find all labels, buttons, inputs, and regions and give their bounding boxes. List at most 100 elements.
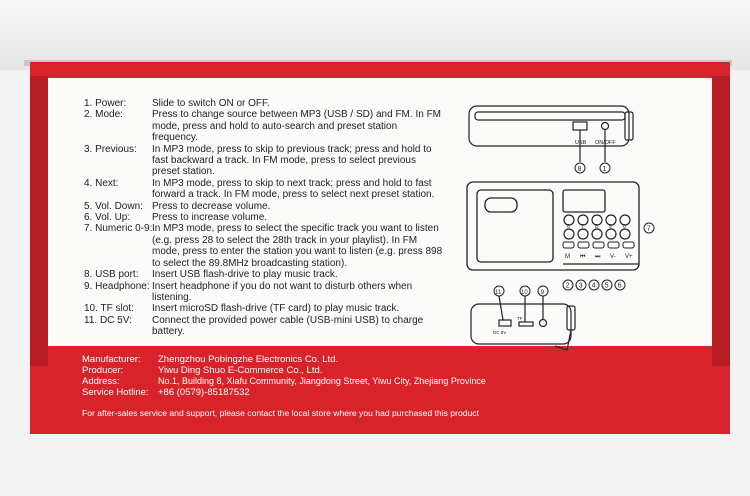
function-key-label: V- [610, 254, 616, 260]
box-lid [0, 0, 750, 70]
feature-item: 10. TF slot: Insert microSD flash-drive (… [84, 303, 444, 314]
callout-front-text: 6 [618, 283, 622, 290]
hotline-label: Service Hotline: [82, 387, 149, 398]
callout-front [562, 279, 574, 291]
feature-item: 9. Headphone:Insert headphone if you do … [84, 281, 444, 304]
box-flap-right [712, 76, 730, 366]
callout-front [614, 279, 626, 291]
keypad-key[interactable] [605, 214, 617, 226]
device-side-view [470, 295, 576, 351]
callout-front [588, 279, 600, 291]
keypad-key[interactable] [591, 214, 603, 226]
callout-front [601, 279, 613, 291]
headphone-jack-icon [538, 318, 548, 328]
dc-label: DC 5V [493, 330, 506, 335]
keypad-key[interactable] [563, 214, 575, 226]
manufacturer-row: Manufacturer:Zhengzhou Pobingzhe Electro… [82, 354, 338, 365]
feature-label: 11. DC 5V: [84, 314, 132, 326]
address-row: Address: No.1, Building 8, Xiafu Communit… [82, 376, 486, 387]
keypad-key[interactable] [591, 228, 603, 240]
keypad-key[interactable] [605, 228, 617, 240]
front-callouts: 2 3 4 5 6 7 [562, 222, 655, 291]
feature-label: 4. Next: [84, 177, 119, 189]
dc-port-icon [498, 319, 512, 327]
callout-front-text: 2 [566, 283, 570, 290]
feature-text: Insert USB flash-drive to play music tra… [152, 269, 338, 281]
hotline-value: +86 (0579)-85187532 [158, 387, 250, 398]
keypad-key[interactable] [619, 228, 631, 240]
feature-text: Press to change source between MP3 (USB … [152, 109, 442, 144]
callout-front-text: 4 [592, 283, 596, 290]
tf-label: TF [517, 316, 523, 321]
keypad-key-label: 6 [567, 224, 570, 230]
function-key[interactable] [577, 241, 590, 249]
company-info: Manufacturer:Zhengzhou Pobingzhe Electro… [48, 346, 712, 430]
feature-text: Connect the provided power cable (USB-mi… [152, 314, 424, 338]
keypad-key-label: 7 [581, 224, 584, 230]
feature-text: Slide to switch ON or OFF. [152, 98, 270, 109]
feature-item: 11. DC 5V: Connect the provided power cab… [84, 315, 444, 338]
callout-8-text: 8 [578, 166, 582, 173]
power-switch-icon [600, 121, 610, 131]
service-note: For after-sales service and support, ple… [82, 408, 479, 418]
feature-label: 1. Power: [84, 98, 127, 109]
function-key[interactable] [607, 241, 620, 249]
feature-text: Insert microSD flash-drive (TF card) to … [152, 303, 400, 315]
callout-9-text: 9 [541, 289, 545, 296]
callout-front-text: 5 [605, 283, 609, 290]
address-label: Address: [82, 376, 120, 387]
feature-list: 1. Power: Slide to switch ON or OFF. 2. M… [84, 98, 444, 338]
feature-label: 6. Vol. Up: [84, 212, 131, 224]
feature-label: 8. USB port: [84, 269, 139, 281]
feature-label: 7. Numeric 0-9: [84, 223, 153, 235]
feature-label: 2. Mode: [84, 109, 123, 121]
feature-item: 1. Power: Slide to switch ON or OFF. [84, 98, 444, 109]
callout-front [643, 222, 655, 234]
keypad-key[interactable] [577, 214, 589, 226]
function-key-label: M [565, 254, 570, 260]
keypad-key[interactable] [563, 228, 575, 240]
callout-11 [493, 285, 505, 297]
callout-1-text: 1 [603, 166, 607, 173]
feature-label: 5. Vol. Down: [84, 200, 143, 212]
tf-slot-icon [518, 321, 534, 327]
function-key[interactable] [622, 241, 635, 249]
hotline-row: Service Hotline: +86 (0579)-85187532 [82, 387, 250, 398]
usb-label: USB [575, 140, 587, 146]
feature-text: In MP3 mode, press to skip to previous t… [152, 143, 432, 178]
manufacturer-value: Zhengzhou Pobingzhe Electronics Co. Ltd. [158, 354, 339, 365]
feature-item: 3. Previous: In MP3 mode, press to skip t… [84, 144, 444, 178]
feature-label: 3. Previous: [84, 143, 137, 155]
box-flap-left [30, 76, 48, 366]
callout-front-text: 7 [647, 226, 651, 233]
feature-item: 6. Vol. Up:Press to increase volume. [84, 212, 444, 223]
callout-10 [519, 285, 531, 297]
function-key[interactable] [562, 241, 575, 249]
producer-value: Yiwu Ding Shuo E-Commerce Co., Ltd. [158, 365, 323, 376]
callout-1 [599, 162, 611, 174]
function-key-label: V+ [625, 254, 633, 260]
keypad-key-label: 0 [623, 224, 626, 230]
display-screen [562, 189, 606, 213]
function-key[interactable] [592, 241, 605, 249]
keypad-key[interactable] [577, 228, 589, 240]
feature-item: 5. Vol. Down:Press to decrease volume. [84, 201, 444, 212]
producer-row: Producer:Yiwu Ding Shuo E-Commerce Co., … [82, 365, 322, 376]
callout-9 [537, 285, 549, 297]
feature-item: 7. Numeric 0-9:In MP3 mode, press to sel… [84, 223, 444, 269]
keypad-key-label: 9 [609, 224, 612, 230]
callout-front-text: 3 [579, 283, 583, 290]
feature-item: 4. Next: In MP3 mode, press to skip to ne… [84, 178, 444, 201]
callout-11-text: 11 [495, 290, 502, 296]
keypad-key-label: 8 [595, 224, 598, 230]
speaker-grille-icon [484, 197, 518, 213]
address-value: No.1, Building 8, Xiafu Community, Jiang… [158, 376, 486, 386]
feature-item: 8. USB port: Insert USB flash-drive to pl… [84, 269, 444, 280]
feature-text: In MP3 mode, press to skip to next track… [152, 177, 435, 201]
keypad-key[interactable] [619, 214, 631, 226]
feature-label: 10. TF slot: [84, 303, 134, 315]
callout-8 [574, 162, 586, 174]
